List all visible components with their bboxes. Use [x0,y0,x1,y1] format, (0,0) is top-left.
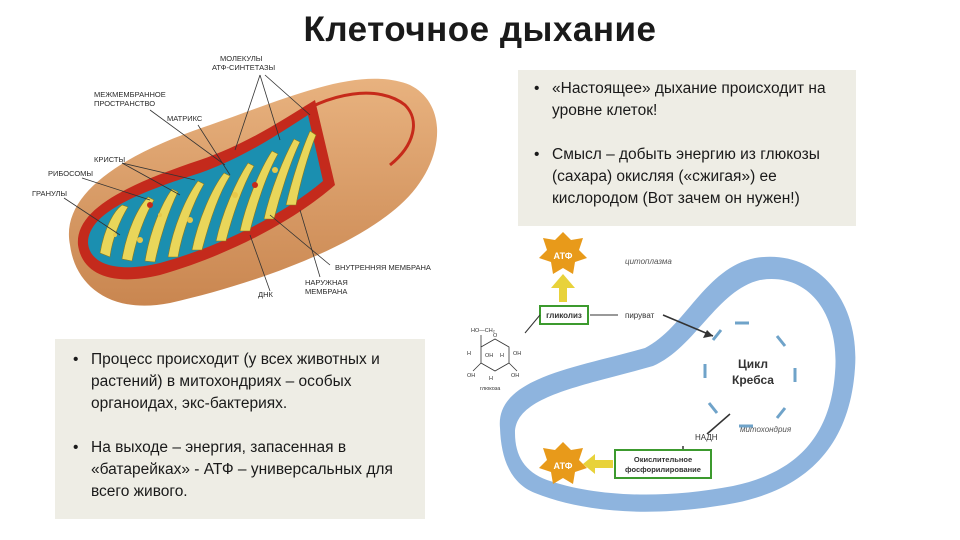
slide-title: Клеточное дыхание [303,10,657,49]
label-atp-synthase-2: АТФ-СИНТЕТАЗЫ [212,63,276,72]
oxphos-box [614,449,712,479]
diagram-label: O [493,333,498,339]
krebs-cycle-arrows [703,321,797,428]
label-intermembrane: МЕЖМЕМБРАННОЕ [94,90,166,99]
diagram-label: H [489,376,493,382]
diagram-label: гликолиз [546,311,582,320]
top-bullet-1: «Настоящее» дыхание происходит на уровне… [524,78,846,122]
diagram-label: H [500,353,504,359]
atp-bottom-badge: АТФ [539,442,587,484]
label-matrix: МАТРИКС [167,114,203,123]
diagram-label: H [467,351,471,357]
top-bullet-2: Смысл – добыть энергию из глюкозы (сахар… [524,144,846,210]
diagram-label: OH [511,373,519,379]
krebs-cycle-diagram: Цикл Кребса АТФ гликолиз цитоплазма пиру… [455,228,875,528]
label-atp-synthase: МОЛЕКУЛЫ [220,54,263,63]
diagram-label: Окислительное [634,455,692,464]
glucose-label: глюкоза [480,386,501,392]
nadh-label: НАДН [695,433,718,442]
bottom-text-panel: Процесс происходит (у всех животных и ра… [55,339,425,519]
mitochondrion-label: митохондрия [740,425,792,434]
krebs-cycle-label: Цикл [738,357,768,371]
diagram-label: АТФ [554,461,573,471]
diagram-label: фосфорилирование [625,465,701,474]
cytoplasm-label: цитоплазма [625,257,672,266]
label-dna: ДНК [258,290,273,299]
bottom-bullet-1: Процесс происходит (у всех животных и ра… [63,349,417,415]
diagram-label: OH [467,373,475,379]
inner-membrane-shape [77,100,335,280]
top-text-panel: «Настоящее» дыхание происходит на уровне… [518,70,856,226]
label-cristae: КРИСТЫ [94,155,126,164]
krebs-cycle-label-2: Кребса [732,373,774,387]
label-inner-membrane: ВНУТРЕННЯЯ МЕМБРАНА [335,263,431,272]
label-intermembrane-2: ПРОСТРАНСТВО [94,99,155,108]
diagram-label: АТФ [554,251,573,261]
label-ribosomes: РИБОСОМЫ [48,169,93,178]
diagram-label: OH [513,351,521,357]
atp-top-badge: АТФ [539,232,587,274]
label-outer-membrane: НАРУЖНАЯ [305,278,348,287]
label-outer-membrane-2: МЕМБРАНА [305,287,347,296]
pyruvate-label: пируват [625,311,655,320]
glucose-structure: HO—CH₂ O H OH H OH OH H OH глюкоза [467,328,521,392]
label-granules: ГРАНУЛЫ [32,189,67,198]
bottom-bullet-2: На выходе – энергия, запасенная в «батар… [63,437,417,503]
mitochondrion-illustration: МОЛЕКУЛЫ АТФ-СИНТЕТАЗЫ МЕЖМЕМБРАННОЕ ПРО… [30,45,450,315]
diagram-label: HO—CH₂ [471,328,495,334]
diagram-label: OH [485,353,493,359]
